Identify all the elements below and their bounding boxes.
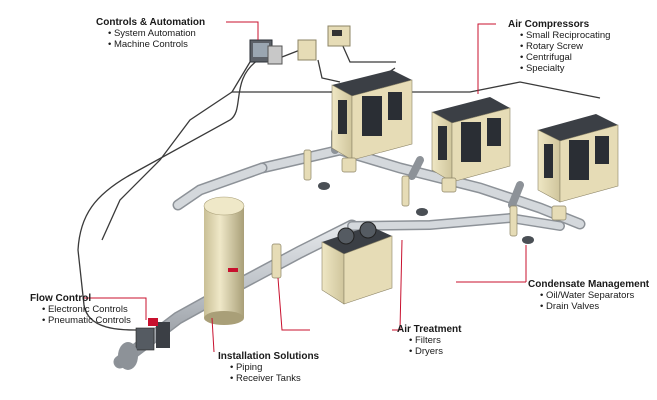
callout-list: System Automation Machine Controls [96, 28, 205, 50]
callout-controls-automation: Controls & Automation System Automation … [96, 17, 205, 50]
callout-list: Small Reciprocating Rotary Screw Centrif… [508, 30, 610, 74]
callout-installation-solutions: Installation Solutions Piping Receiver T… [218, 351, 319, 384]
air-dryer [321, 221, 393, 305]
flow-control-valves [118, 318, 170, 370]
list-item: Filters [409, 335, 461, 346]
leader-lines [84, 21, 527, 353]
list-item: Rotary Screw [520, 41, 610, 52]
list-item: Small Reciprocating [520, 30, 610, 41]
callout-title: Controls & Automation [96, 17, 206, 28]
list-item: Receiver Tanks [230, 373, 319, 384]
computer-workstation [249, 39, 283, 65]
callout-list: Oil/Water Separators Drain Valves [528, 290, 649, 312]
list-item: Pneumatic Controls [42, 315, 131, 326]
list-item: Machine Controls [108, 39, 205, 50]
callout-title: Air Treatment [397, 324, 462, 335]
list-item: Oil/Water Separators [540, 290, 649, 301]
callout-condensate-management: Condensate Management Oil/Water Separato… [528, 279, 649, 312]
callout-air-compressors: Air Compressors Small Reciprocating Rota… [508, 19, 610, 74]
compressor-unit-3 [537, 114, 619, 203]
compressor-unit-2 [431, 97, 511, 183]
receiver-tank [203, 196, 245, 325]
control-panel [327, 25, 351, 47]
list-item: Piping [230, 362, 319, 373]
callout-list: Electronic Controls Pneumatic Controls [30, 304, 131, 326]
callout-title: Air Compressors [508, 19, 590, 30]
list-item: Specialty [520, 63, 610, 74]
list-item: Electronic Controls [42, 304, 131, 315]
compressor-unit-1 [331, 70, 413, 161]
list-item: Drain Valves [540, 301, 649, 312]
callout-title: Flow Control [30, 293, 92, 304]
callout-title: Installation Solutions [218, 351, 320, 362]
callout-list: Filters Dryers [397, 335, 461, 357]
drain-valves [318, 182, 534, 244]
control-box [297, 39, 317, 61]
list-item: System Automation [108, 28, 205, 39]
callout-flow-control: Flow Control Electronic Controls Pneumat… [30, 293, 131, 326]
list-item: Dryers [409, 346, 461, 357]
line-filters [271, 149, 567, 279]
callout-air-treatment: Air Treatment Filters Dryers [397, 324, 461, 357]
list-item: Centrifugal [520, 52, 610, 63]
callout-list: Piping Receiver Tanks [218, 362, 319, 384]
callout-title: Condensate Management [528, 279, 650, 290]
